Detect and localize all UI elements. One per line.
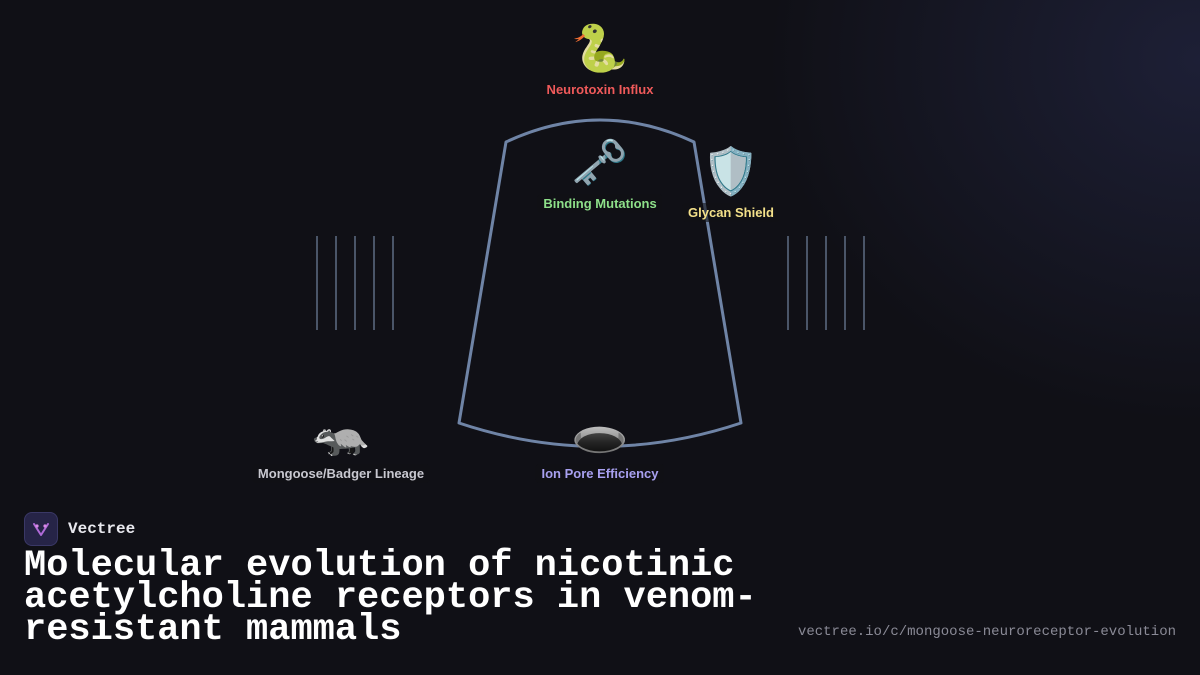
node-label: Neurotoxin Influx	[540, 80, 660, 99]
page-url[interactable]: vectree.io/c/mongoose-neuroreceptor-evol…	[797, 624, 1176, 640]
node-label: Glycan Shield	[682, 203, 780, 222]
hole-icon: 🕳️	[571, 405, 629, 459]
node-glycan-shield: 🛡️ Glycan Shield	[682, 143, 780, 222]
brand[interactable]: Vectree	[24, 512, 135, 546]
node-label: Binding Mutations	[537, 194, 663, 213]
node-neurotoxin-influx: 🐍 Neurotoxin Influx	[540, 20, 660, 99]
brand-name: Vectree	[68, 520, 136, 538]
node-ion-pore-efficiency: 🕳️ Ion Pore Efficiency	[535, 404, 665, 483]
shield-icon: 🛡️	[702, 144, 760, 198]
vectree-logo-icon	[24, 512, 58, 546]
node-label: Ion Pore Efficiency	[535, 464, 665, 483]
page-title: Molecular evolution of nicotinic acetylc…	[24, 545, 757, 651]
snake-icon: 🐍	[571, 21, 629, 75]
node-mongoose-badger-lineage: 🦡 Mongoose/Badger Lineage	[251, 404, 431, 483]
membrane-lines-left	[316, 236, 394, 330]
badger-icon: 🦡	[312, 405, 370, 459]
membrane-lines-right	[787, 236, 865, 330]
node-binding-mutations: 🗝️ Binding Mutations	[537, 134, 663, 213]
key-icon: 🗝️	[571, 135, 629, 189]
receptor-outline	[457, 118, 743, 448]
node-label: Mongoose/Badger Lineage	[251, 464, 431, 483]
